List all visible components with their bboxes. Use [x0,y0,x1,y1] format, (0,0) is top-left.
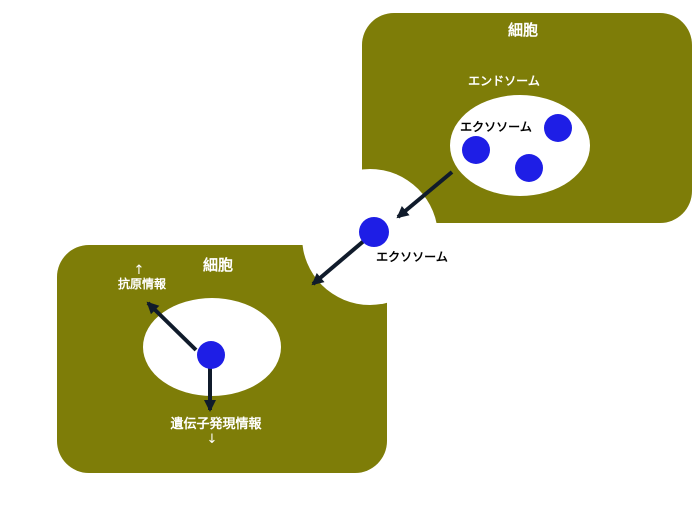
free-exosome-label: エクソソーム [376,250,448,264]
gene-expression-info-label: 遺伝子発現情報 [170,417,262,432]
endosome-exosome-label: エクソソーム [460,120,532,134]
exosome-dot [544,114,572,142]
donor-cell-label: 細胞 [507,21,539,39]
antigen-up-arrow-glyph: ↑ [133,263,145,278]
exosome-dot [515,154,543,182]
gene-down-arrow-glyph: ↓ [206,432,218,447]
antigen-info-label: 抗原情報 [117,277,167,291]
endosome-label: エンドソーム [468,74,540,88]
exosome-dot [462,136,490,164]
recipient-cell-label: 細胞 [202,256,234,274]
exosome-dot-recipient [197,341,225,369]
exosome-dot-free [359,217,389,247]
